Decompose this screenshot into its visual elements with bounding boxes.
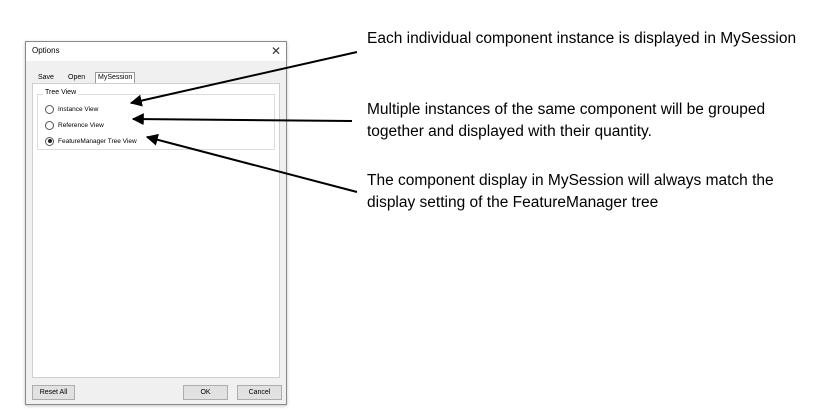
tab-mysession[interactable]: MySession (95, 72, 136, 83)
annotation-reference-view: Multiple instances of the same component… (367, 101, 766, 140)
featuremanager-tree-view-radio[interactable] (45, 136, 54, 146)
annotation-featuremanager-view: The component display in MySession will … (367, 172, 774, 211)
reference-view-option[interactable]: Reference View (45, 120, 104, 130)
reference-view-label[interactable]: Reference View (58, 121, 104, 129)
tab-save[interactable]: Save (38, 74, 54, 81)
dialog-title: Options (32, 46, 60, 55)
options-dialog: Options ✕ Save Open MySession Tree View … (25, 41, 287, 405)
featuremanager-tree-view-label[interactable]: FeatureManager Tree View (58, 137, 137, 145)
reset-all-button[interactable]: Reset All (32, 385, 75, 400)
tab-panel-mysession: Tree View Instance View Reference View F… (32, 83, 280, 378)
tree-view-legend: Tree View (43, 89, 79, 96)
ok-button[interactable]: OK (183, 385, 228, 400)
tab-open[interactable]: Open (68, 74, 86, 81)
reference-view-radio[interactable] (45, 120, 54, 130)
instance-view-radio[interactable] (45, 104, 54, 114)
featuremanager-tree-view-option[interactable]: FeatureManager Tree View (45, 136, 137, 146)
dialog-titlebar: Options ✕ (26, 42, 286, 61)
instance-view-label[interactable]: Instance View (58, 105, 99, 113)
close-icon[interactable]: ✕ (270, 44, 282, 58)
instance-view-option[interactable]: Instance View (45, 104, 98, 114)
tree-view-group: Tree View Instance View Reference View F… (37, 89, 275, 150)
cancel-button[interactable]: Cancel (237, 385, 282, 400)
annotation-instance-view: Each individual component instance is di… (367, 30, 797, 47)
